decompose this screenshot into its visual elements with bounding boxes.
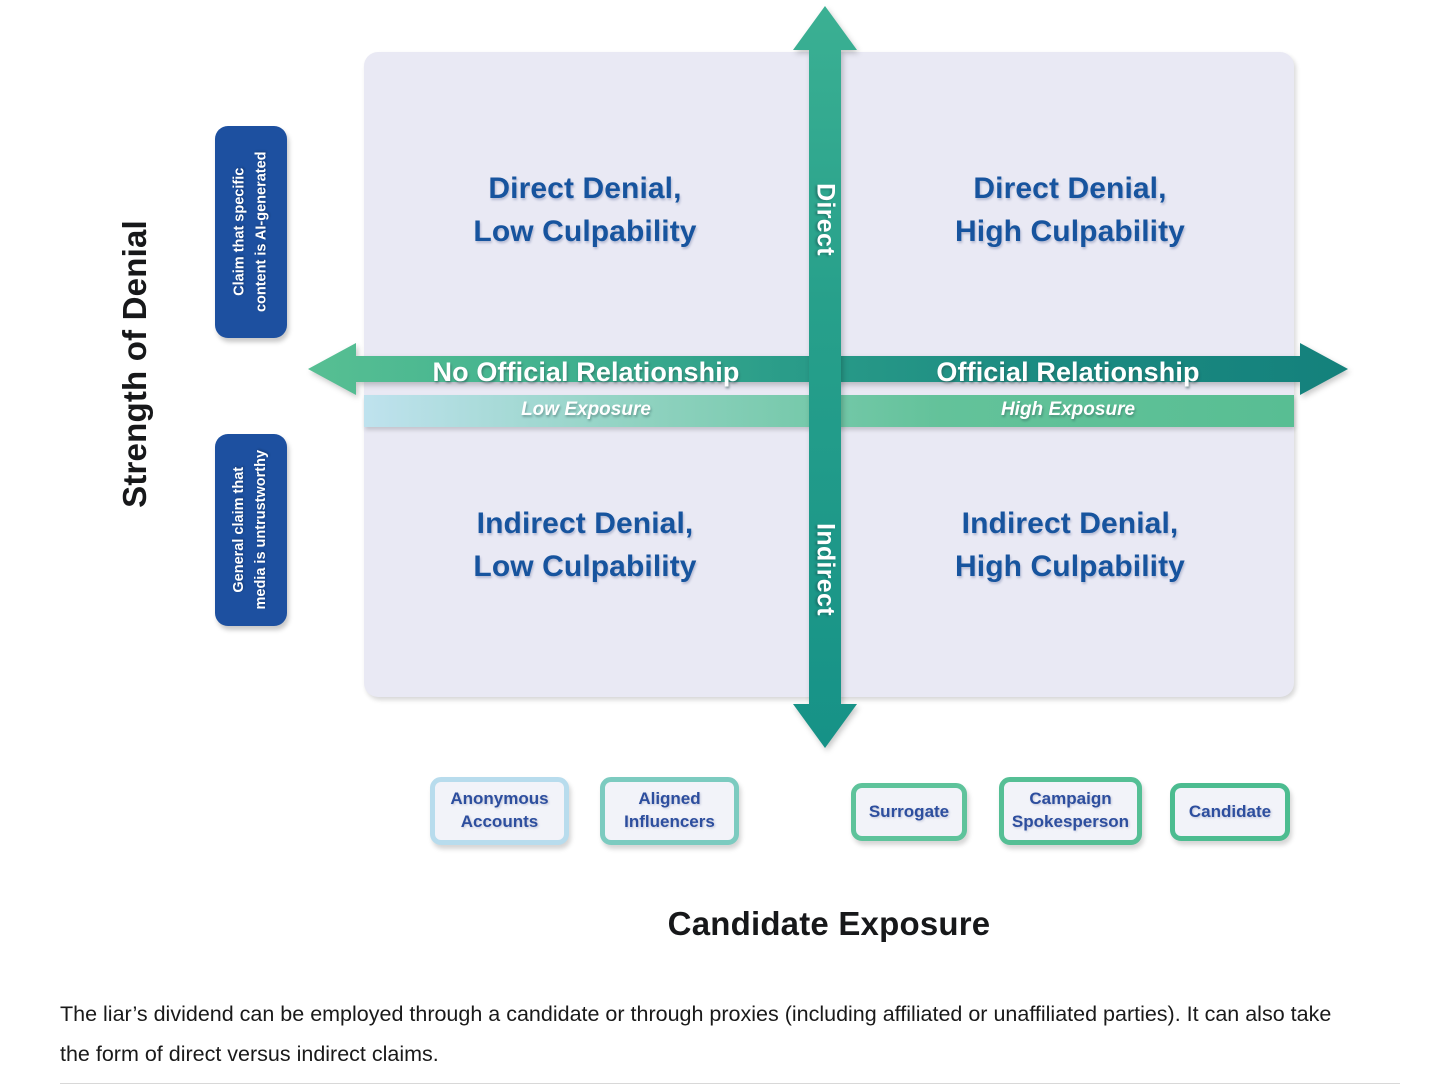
quadrant-bl-line2: Low Culpability [473,549,697,583]
side-badge-top-text: Claim that specific content is AI-genera… [229,152,273,313]
actor-box-campaign-spokesperson: Campaign Spokesperson [999,777,1142,845]
horizontal-sublabel-low-exposure: Low Exposure [521,399,651,420]
horizontal-label-official-relationship: Official Relationship [936,357,1200,387]
actor-2-line1: Surrogate [868,801,950,821]
horizontal-sublabel-high-exposure: High Exposure [1000,399,1136,420]
actor-box-candidate: Candidate [1170,783,1290,841]
side-badge-media-untrustworthy-claim: General claim that media is untrustworth… [215,434,287,626]
actor-3-line1: Campaign [1029,789,1112,809]
quadrant-tr-line2: High Culpability [955,214,1185,248]
side-badge-ai-generated-claim: Claim that specific content is AI-genera… [215,126,287,338]
actor-0-line2: Accounts [460,812,539,831]
quadrant-br-line1: Indirect Denial, [961,507,1179,540]
actor-1-line1: Aligned [638,789,701,809]
actor-label-surrogate: Surrogate [869,801,949,824]
vertical-axis-label-direct: Direct [811,183,840,256]
actor-label-aligned-influencers: Aligned Influencers [624,788,715,834]
liars-dividend-matrix-figure: Direct Denial, Low Culpability Direct De… [0,6,1456,942]
quadrant-label-top-left: Direct Denial, Low Culpability [380,168,790,253]
actor-1-line2: Influencers [624,812,715,831]
side-badge-top-line2: content is AI-generated [253,151,270,313]
actor-label-campaign-spokesperson: Campaign Spokesperson [1012,788,1129,834]
horizontal-label-no-official-relationship: No Official Relationship [432,357,740,387]
bottom-divider [60,1083,1400,1084]
quadrant-tl-line1: Direct Denial, [488,172,682,205]
actor-label-candidate: Candidate [1189,801,1271,824]
actor-box-anonymous-accounts: Anonymous Accounts [430,777,569,845]
actor-label-anonymous-accounts: Anonymous Accounts [450,788,548,834]
quadrant-label-top-right: Direct Denial, High Culpability [865,168,1275,253]
quadrant-br-line2: High Culpability [955,549,1185,583]
quadrant-tl-line2: Low Culpability [473,214,697,248]
quadrant-bl-line1: Indirect Denial, [476,507,694,540]
side-badge-bottom-line1: General claim that [231,467,248,593]
actor-0-line1: Anonymous [450,789,549,809]
vertical-axis-label-indirect: Indirect [811,523,840,616]
actor-box-aligned-influencers: Aligned Influencers [600,777,739,845]
figure-caption: The liar’s dividend can be employed thro… [60,1002,1332,1066]
quadrant-label-bottom-left: Indirect Denial, Low Culpability [380,503,790,588]
side-badge-bottom-line2: media is untrustworthy [253,450,269,610]
actor-4-line1: Candidate [1188,801,1272,821]
x-axis-title: Candidate Exposure [667,905,991,942]
quadrant-tr-line1: Direct Denial, [973,172,1167,205]
actor-box-surrogate: Surrogate [851,783,967,841]
side-badge-bottom-text: General claim that media is untrustworth… [229,450,273,610]
actor-3-line2: Spokesperson [1011,812,1130,831]
quadrant-label-bottom-right: Indirect Denial, High Culpability [865,503,1275,588]
side-badge-top-line1: Claim that specific [231,167,248,297]
vertical-axis-arrow [793,6,857,748]
y-axis-title: Strength of Denial [116,220,153,508]
actor-box-row: Anonymous Accounts Aligned Influencers S… [0,773,1456,851]
